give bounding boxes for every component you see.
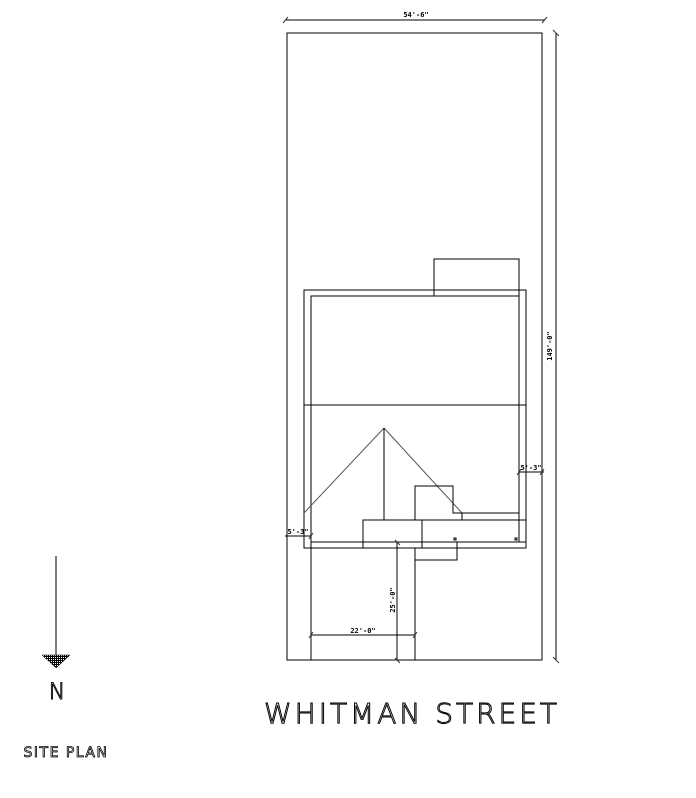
driveway-width-label: 22'-0" [350,627,375,635]
driveway-width-dimension: 22'-0" [308,627,418,639]
lot-depth-label: 149'-0" [546,331,554,361]
right-setback-label: 5'-3" [520,464,541,472]
house-footprint [303,258,527,561]
right-setback-dimension: 5'-3" [516,464,545,476]
left-setback-dimension: 5'-3" [285,528,314,540]
street-name: WHITMAN STREET [264,697,560,730]
lot-width-label: 54'-6" [403,11,428,19]
north-arrow-head-icon [41,654,71,669]
driveway [310,542,416,660]
drawing-title: SITE PLAN [24,745,109,761]
left-setback-label: 5'-3" [287,528,308,536]
north-arrow: N [41,556,71,705]
lot-depth-dimension: 149'-0" [546,29,560,664]
front-setback-label: 25'-0" [389,587,397,612]
north-label: N [49,680,65,705]
lot-width-dimension: 54'-6" [282,11,548,24]
front-setback-dimension: 25'-0" [389,539,401,664]
